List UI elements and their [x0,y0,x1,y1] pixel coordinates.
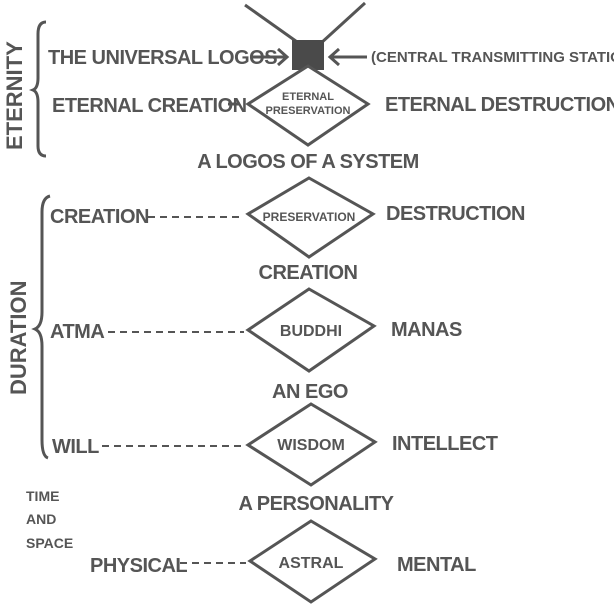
x-line-upper-left [244,3,301,46]
eternal-preservation-diamond [245,64,371,147]
wisdom-label: WISDOM [277,437,345,454]
astral-label: ASTRAL [279,555,344,572]
time-space-row: PHYSICAL ASTRAL MENTAL [90,519,477,604]
wisdom-diamond [245,402,378,487]
time-label: TIME [26,488,59,504]
row1-right-label: DESTRUCTION [386,203,525,225]
row2-caption: AN EGO [272,381,348,403]
physical-label: PHYSICAL [90,555,187,577]
row2-right-label: MANAS [391,319,462,341]
space-label: SPACE [26,535,73,551]
duration-label: DURATION [6,281,31,395]
and-label: AND [26,511,56,527]
mental-label: MENTAL [397,554,476,576]
eternal-preservation-line1: ETERNAL [282,91,334,103]
duration-row-3: WILL WISDOM INTELLECT A PERSONALITY [52,402,498,515]
preservation-label: PRESERVATION [263,210,356,224]
duration-row-1: CREATION PRESERVATION DESTRUCTION CREATI… [50,176,526,284]
eternal-creation-label: ETERNAL CREATION [52,95,247,117]
duration-brace [31,194,51,460]
universal-logos-label: THE UNIVERSAL LOGOS [48,47,277,69]
arrow-right-icon [277,47,290,67]
row3-left-label: WILL [52,436,99,458]
row1-left-label: CREATION [50,206,149,228]
duration-row-2: ATMA BUDDHI MANAS AN EGO [50,287,462,403]
x-line-upper-right [318,1,367,46]
eternity-label: ETERNITY [2,41,27,150]
row1-caption: CREATION [259,262,358,284]
eternal-preservation-line2: PRESERVATION [266,105,351,117]
row3-right-label: INTELLECT [392,433,498,455]
row2-left-label: ATMA [50,321,104,343]
preservation-diamond [245,176,376,259]
buddhi-diamond [245,287,377,373]
central-station-label: (CENTRAL TRANSMITTING STATION) [371,49,614,66]
arrow-left-icon [327,47,340,67]
eternal-destruction-label: ETERNAL DESTRUCTION [385,94,614,116]
buddhi-label: BUDDHI [280,323,342,340]
astral-diamond [247,519,378,604]
eternity-brace [28,20,47,158]
logos-of-system-caption: A LOGOS OF A SYSTEM [197,151,419,173]
row3-caption: A PERSONALITY [239,493,395,515]
